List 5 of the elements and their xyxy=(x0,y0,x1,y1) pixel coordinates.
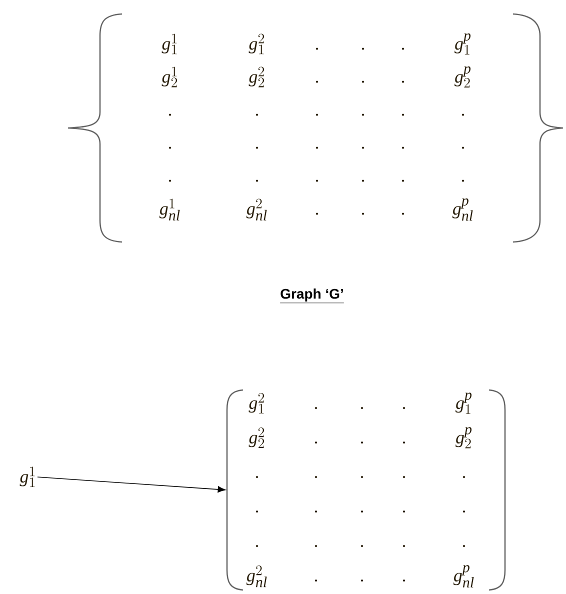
parenthesis-matrix: $g^{2}_{1}$ $.$ $.$ $.$ $g^{p}_{1}$ $g^{2}_{2}$ $.$ $.$ $.$ $g^{p}_{2}$ $.$ $.$ $.$ $.$ $.$ $.$ $.$ $.$ $.$ $.$ $.$ $.$ $.$ $.$ $.$ $g^{2}_{nl}$ $.$ $.$ $.$ $g^{p}_{nl}$ xyxy=(226,389,506,591)
arrow xyxy=(37,476,226,493)
brace-matrix: $g^{1}_{1}$ $g^{2}_{1}$ $.$ $.$ $.$ $g^{p}_{1}$ $g^{1}_{2}$ $g^{2}_{2}$ $.$ $.$ $.$ $g^{p}_{2}$ $.$ $.$ $.$ $.$ $.$ $.$ $.$ $.$ $.$ $.$ $.$ $.$ $.$ $.$ $.$ $.$ $.$ $.$ $g^{1}_{nl}$ $g^{2}_{nl}$ $.$ $.$ $.$ $g^{p}_{nl}$ xyxy=(67,13,564,243)
formula-label: $g^{1}_{1}$ xyxy=(20,466,35,488)
caption: Graph ‘G’ xyxy=(280,288,344,304)
